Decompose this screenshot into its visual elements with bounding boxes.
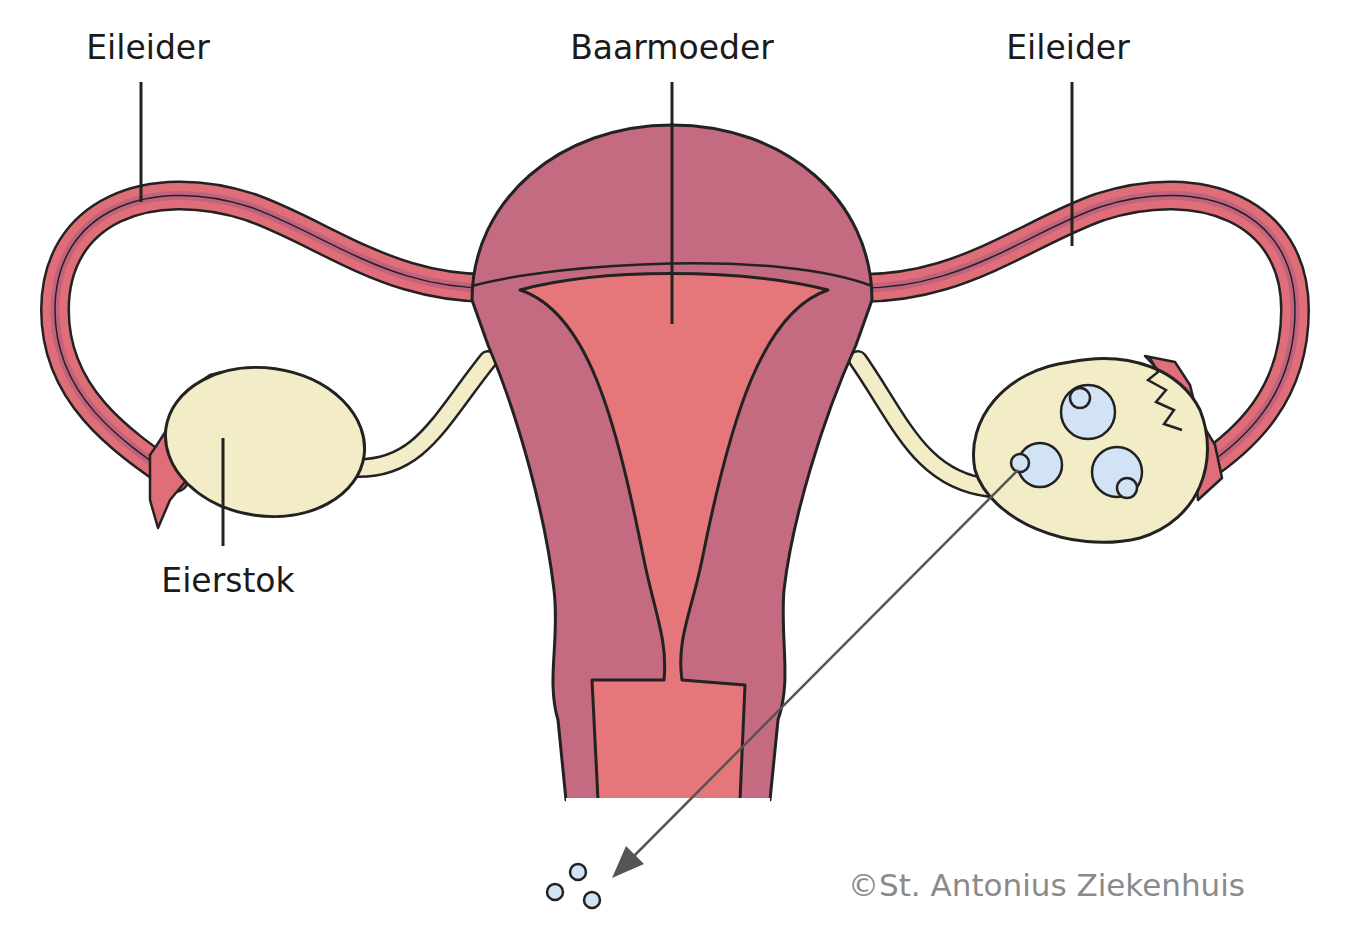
uterine-cavity xyxy=(520,274,828,801)
ovarian-ligament xyxy=(355,360,488,468)
ovarian-ligament xyxy=(355,360,488,468)
follicle xyxy=(1011,385,1142,498)
leader-line xyxy=(141,82,1072,546)
ovarian-ligament xyxy=(858,360,990,488)
part-label: Eileider xyxy=(1006,30,1129,66)
retrieved-eggs xyxy=(547,864,600,908)
needle-tip xyxy=(612,846,644,878)
part-label: Eierstok xyxy=(161,563,294,599)
part-label: Eileider xyxy=(86,30,209,66)
part-label: Baarmoeder xyxy=(570,30,774,66)
ovarian-ligament xyxy=(858,360,990,488)
retrieval-needle xyxy=(632,470,1018,858)
fimbria-edge xyxy=(1148,358,1182,430)
ovary xyxy=(156,355,375,529)
copyright-notice: ©St. Antonius Ziekenhuis xyxy=(848,868,1245,902)
ovary xyxy=(973,359,1207,543)
